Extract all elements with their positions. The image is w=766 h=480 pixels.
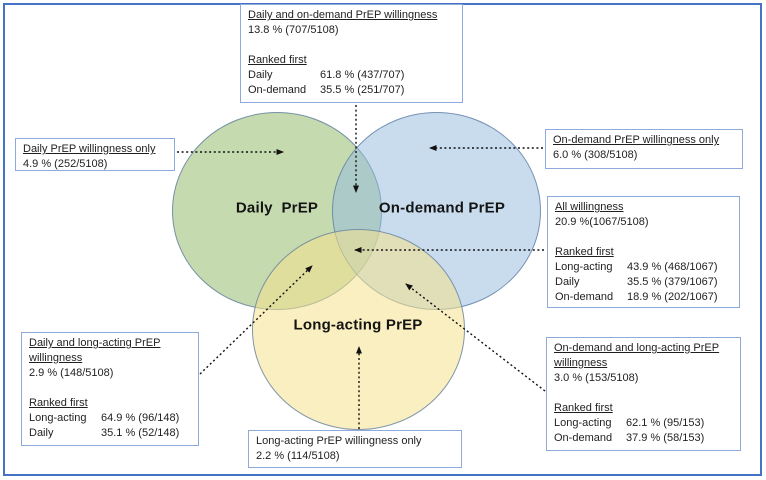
spacer [554,386,733,401]
ranked-label: Daily [555,276,580,288]
ranked-row: Daily 61.8 % (437/707) [248,68,455,83]
ranked-row: Long-acting 64.9 % (96/148) [29,411,191,426]
ranked-label: Daily [248,69,273,81]
callout-title: Daily and long-acting PrEP willingness [29,337,161,364]
ranked-row: On-demand 18.9 % (202/1067) [555,290,732,305]
ranked-label: On-demand [248,84,307,96]
ranked-value: 35.5 % (251/707) [320,84,405,96]
ranked-value: 18.9 % (202/1067) [627,291,718,303]
ranked-row: Daily 35.1 % (52/148) [29,426,191,441]
arrow-ondemand-longacting-intersection [405,283,546,392]
ranked-first-heading: Ranked first [29,397,88,409]
ranked-value: 35.5 % (379/1067) [627,276,718,288]
callout-title: Daily and on-demand PrEP willingness [248,9,438,21]
ranked-value: 37.9 % (58/153) [626,432,705,444]
callout-title: Long-acting PrEP willingness only [256,435,422,447]
ranked-row: Long-acting 43.9 % (468/1067) [555,260,732,275]
ranked-first-heading: Ranked first [248,54,307,66]
callout-title: On-demand and long-acting PrEP willingne… [554,342,720,369]
ranked-value: 43.9 % (468/1067) [627,261,718,273]
ranked-label: Long-acting [29,412,87,424]
callout-value: 4.9 % (252/5108) [23,158,108,170]
ranked-label: Long-acting [554,417,612,429]
callout-daily-ondemand: Daily and on-demand PrEP willingness 13.… [240,4,463,103]
callout-title: On-demand PrEP willingness only [553,134,720,146]
ranked-value: 64.9 % (96/148) [101,412,180,424]
ranked-row: On-demand 37.9 % (58/153) [554,431,733,446]
ranked-row: On-demand 35.5 % (251/707) [248,83,455,98]
callout-daily-only: Daily PrEP willingness only 4.9 % (252/5… [15,138,175,171]
ranked-value: 35.1 % (52/148) [101,427,180,439]
callout-all-willingness: All willingness 20.9 %(1067/5108) Ranked… [547,196,740,308]
ranked-first-heading: Ranked first [554,402,613,414]
callout-value: 6.0 % (308/5108) [553,149,638,161]
spacer [555,230,732,245]
ranked-row: Daily 35.5 % (379/1067) [555,275,732,290]
callout-longacting-only: Long-acting PrEP willingness only 2.2 % … [248,430,462,468]
ranked-value: 61.8 % (437/707) [320,69,405,81]
callout-value: 3.0 % (153/5108) [554,372,639,384]
ranked-row: Long-acting 62.1 % (95/153) [554,416,733,431]
callout-ondemand-longacting: On-demand and long-acting PrEP willingne… [546,337,741,451]
ranked-label: Long-acting [555,261,613,273]
circle-label-longacting: Long-acting PrEP [293,316,423,334]
callout-daily-longacting: Daily and long-acting PrEP willingness 2… [21,332,199,446]
ranked-label: Daily [29,427,54,439]
spacer [29,381,191,396]
ranked-value: 62.1 % (95/153) [626,417,705,429]
ranked-first-heading: Ranked first [555,246,614,258]
callout-ondemand-only: On-demand PrEP willingness only 6.0 % (3… [545,129,743,169]
arrow-daily-longacting-intersection [199,265,313,375]
circle-label-daily: Daily PrEP [235,199,319,217]
callout-value: 2.2 % (114/5108) [256,450,340,462]
callout-title: All willingness [555,201,624,213]
callout-title: Daily PrEP willingness only [23,143,156,155]
spacer [248,38,455,53]
ranked-label: On-demand [555,291,614,303]
callout-value: 20.9 %(1067/5108) [555,216,649,228]
callout-value: 13.8 % (707/5108) [248,24,339,36]
circle-label-ondemand: On-demand PrEP [378,199,506,217]
callout-value: 2.9 % (148/5108) [29,367,114,379]
ranked-label: On-demand [554,432,613,444]
